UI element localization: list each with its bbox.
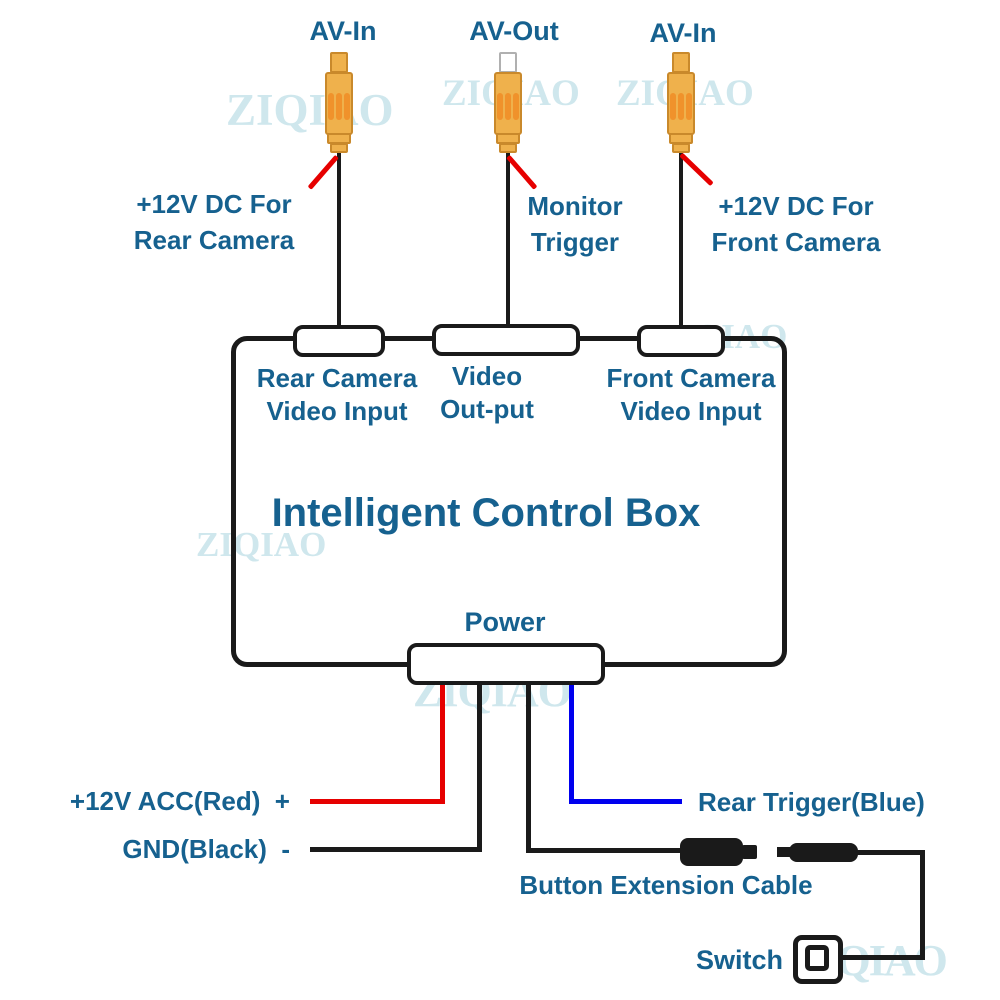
pointer-line: [506, 154, 538, 190]
button-cable-label: Button Extension Cable: [519, 870, 813, 900]
button-cable-plug-tab: [742, 845, 757, 859]
rca-connector-tip: [672, 52, 690, 73]
av-in-rear-label: AV-In: [309, 16, 377, 46]
port-rear-video-input: [293, 325, 385, 357]
pointer-line: [307, 154, 339, 190]
port-video-output: [432, 324, 580, 356]
rca-connector-neck: [672, 143, 690, 153]
wire-acc-red: [310, 799, 445, 804]
wire-gnd-black: [310, 847, 482, 852]
wire-switch: [842, 955, 925, 960]
button-cable-plug: [680, 838, 743, 866]
brand-watermark: ZIQIAO: [196, 525, 327, 564]
port-power: [407, 643, 605, 685]
rca-connector-neck: [499, 143, 517, 153]
box-title: Intelligent Control Box: [271, 491, 701, 535]
rca-connector-rear: [325, 72, 353, 135]
rca-connector-tip: [499, 52, 517, 73]
av-in-front-label: AV-In: [649, 18, 717, 48]
wire-switch: [856, 850, 925, 855]
rca-connector-front: [667, 72, 695, 135]
wire-rear-trigger-blue: [569, 685, 574, 804]
wire-acc-red: [440, 685, 445, 804]
av-out-label: AV-Out: [469, 16, 559, 46]
brand-watermark: ZIQIAO: [226, 85, 394, 135]
switch-button-icon: [805, 945, 829, 971]
wire-gnd-black: [477, 685, 482, 852]
wire-rear-trigger-blue: [569, 799, 682, 804]
power-label: Power: [464, 607, 546, 637]
port-front-video-input: [637, 325, 725, 357]
pointer-line: [679, 152, 714, 187]
wire-switch: [920, 850, 925, 960]
rear-camera-video-wire: [337, 152, 341, 327]
button-cable-jack: [789, 843, 858, 862]
video-output-wire: [506, 152, 510, 327]
acc-label: +12V ACC(Red) +: [69, 786, 290, 816]
gnd-label: GND(Black) -: [122, 834, 290, 864]
rca-connector-neck: [330, 143, 348, 153]
rca-connector-tip: [330, 52, 348, 73]
rca-connector-avout: [494, 72, 522, 135]
wire-button-black: [526, 848, 682, 853]
wire-button-black: [526, 685, 531, 853]
button-cable-jack-tip: [777, 847, 791, 857]
front-camera-video-wire: [679, 152, 683, 327]
rear-trigger-label: Rear Trigger(Blue): [698, 787, 925, 817]
switch-label: Switch: [695, 945, 783, 975]
